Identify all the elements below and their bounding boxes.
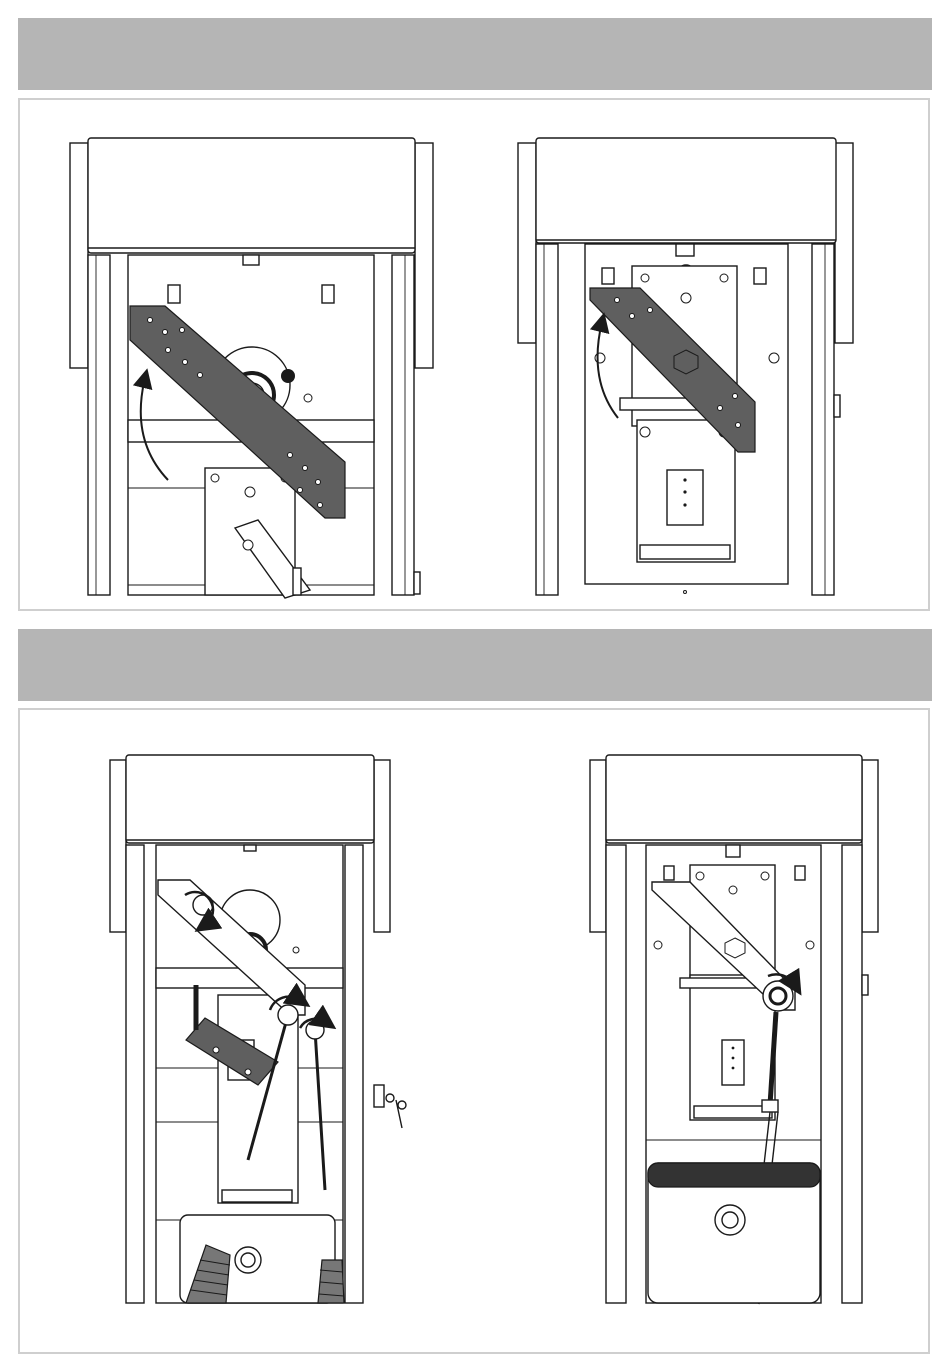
figure-4-drawing bbox=[590, 755, 878, 1303]
figure-3-drawing bbox=[110, 755, 406, 1303]
figure-2-drawing bbox=[518, 138, 853, 595]
figure-1-drawing bbox=[70, 138, 433, 598]
